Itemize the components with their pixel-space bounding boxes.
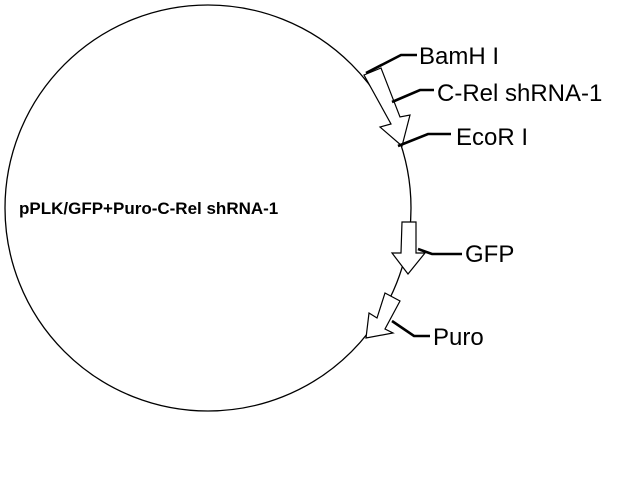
gfp-label: GFP — [465, 241, 514, 268]
ecori-leader — [397, 132, 451, 148]
shrna-label: C-Rel shRNA-1 — [437, 80, 602, 107]
shrna-leader — [391, 88, 434, 104]
shrna-arrow — [363, 67, 411, 148]
puro-arrow — [365, 292, 401, 339]
plasmid-backbone — [4, 4, 412, 412]
puro-label: Puro — [433, 324, 484, 351]
bamhi-label: BamH I — [419, 43, 499, 70]
gfp-arrow — [390, 221, 427, 275]
gfp-leader — [417, 247, 462, 256]
puro-leader — [391, 319, 430, 338]
plasmid-name: pPLK/GFP+Puro-C-Rel shRNA-1 — [19, 199, 278, 218]
ecori-label: EcoR I — [456, 124, 528, 151]
bamhi-leader — [365, 53, 417, 75]
